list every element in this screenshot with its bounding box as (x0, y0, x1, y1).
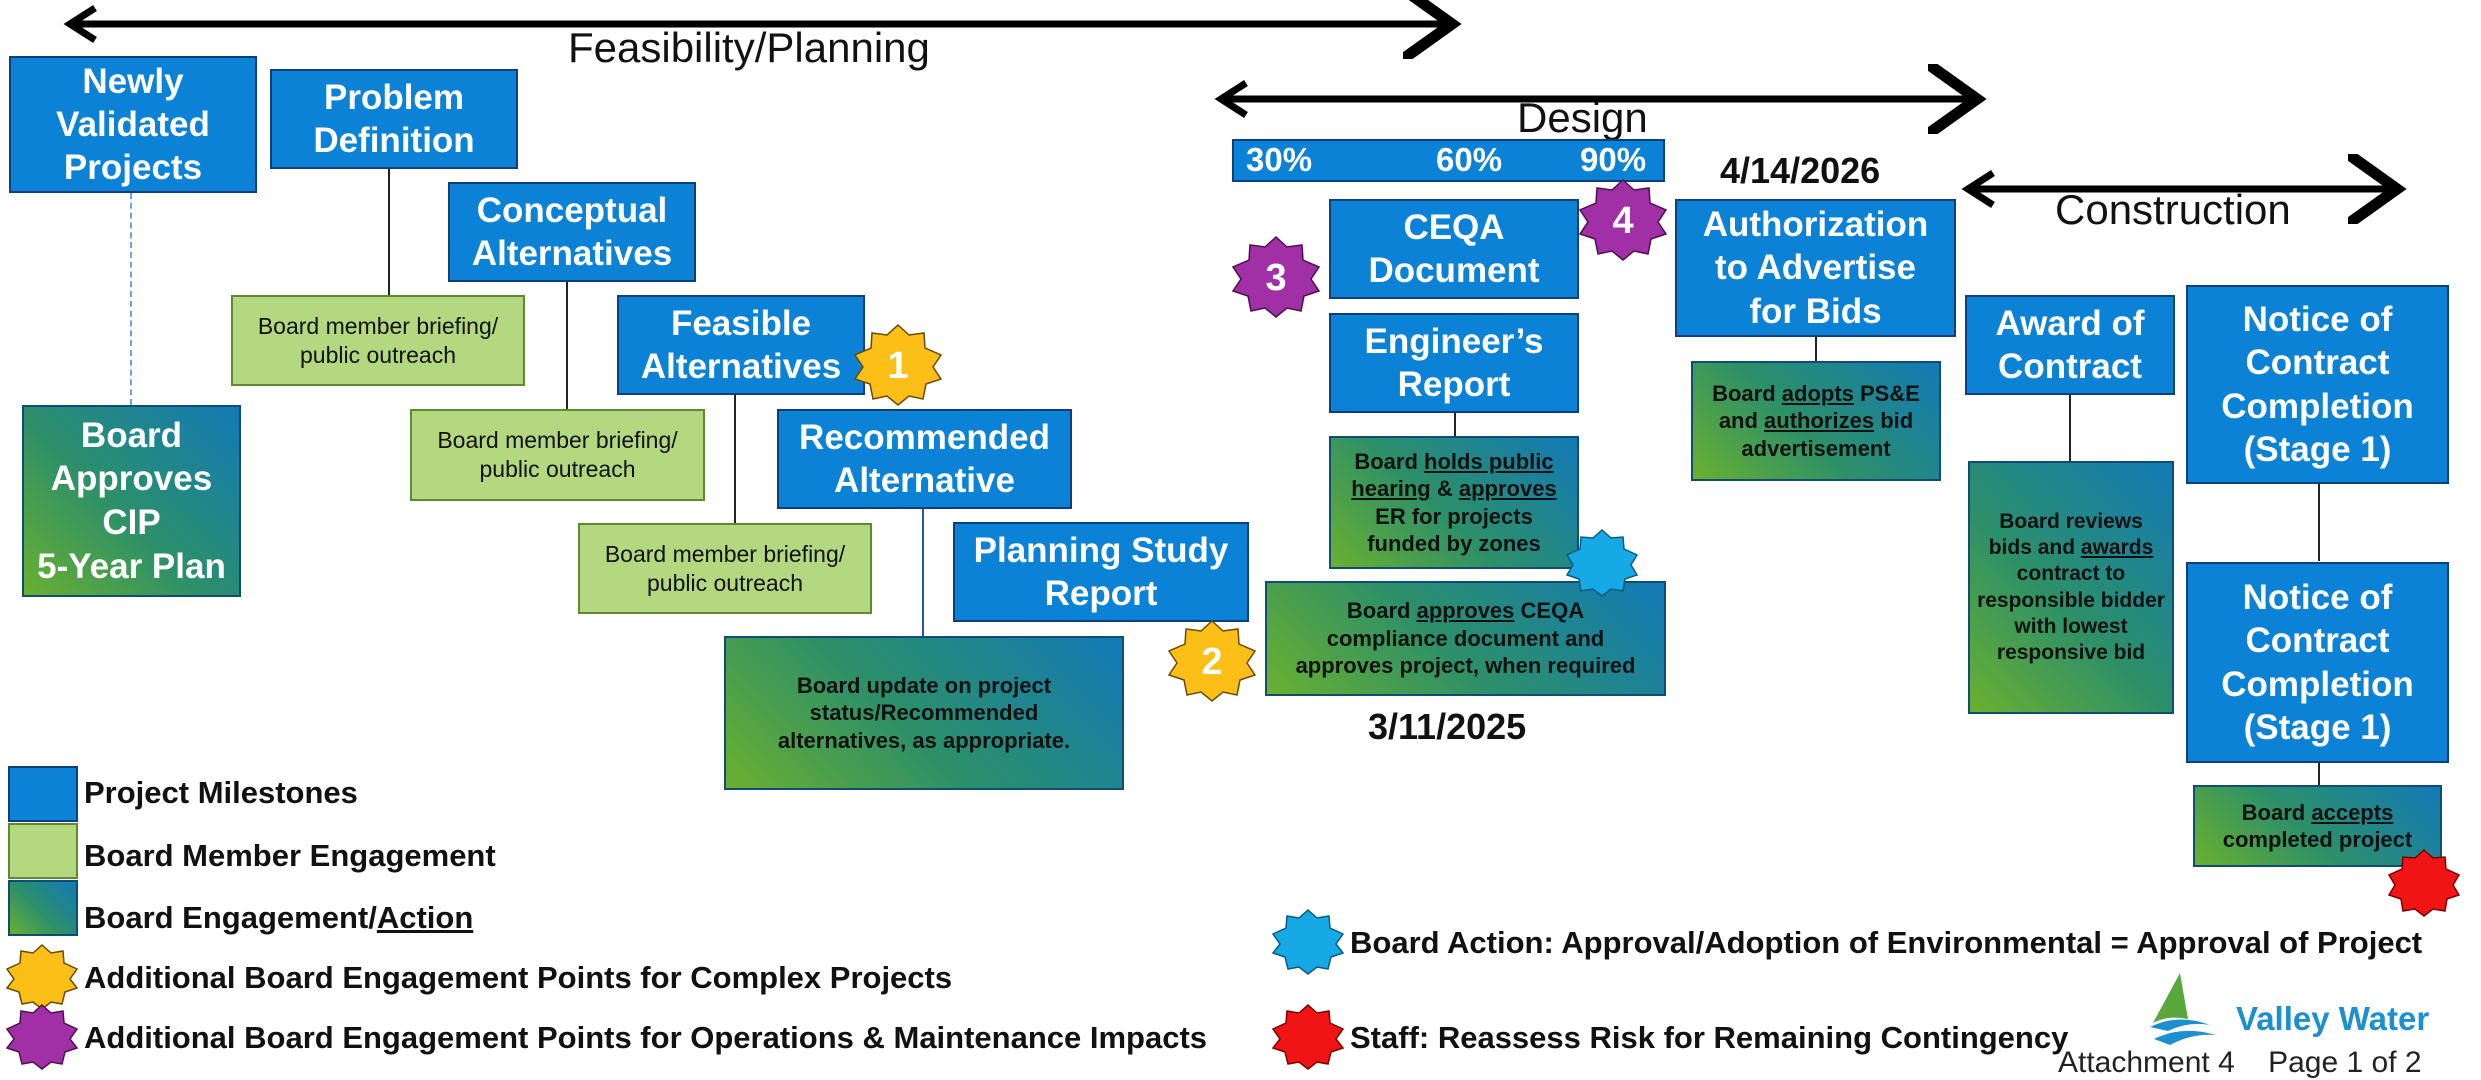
svg-text:3: 3 (1265, 257, 1286, 299)
phase-design-label: Design (1517, 94, 1648, 141)
connector-engineer-hearing (1454, 411, 1456, 436)
connector-recommended-update (922, 506, 924, 638)
phase-construction-label: Construction (2055, 186, 2291, 233)
legend-project-milestones: Project Milestones (84, 775, 358, 810)
board-adopts-pse: Board adopts PS&E and authorizes bid adv… (1691, 361, 1941, 481)
connector-notice1-notice2 (2318, 484, 2320, 561)
board-briefing-3: Board member briefing/public outreach (578, 523, 872, 614)
board-approves-ceqa: Board approves CEQA compliance document … (1265, 581, 1666, 696)
design-arrow-left-head (1214, 80, 1248, 118)
svg-text:4: 4 (1612, 200, 1633, 242)
badge-3-purple-star: 3 (1231, 235, 1321, 318)
connector-notice2-accepts (2318, 763, 2320, 785)
connector-validated-cip (130, 193, 132, 405)
legend-staff-reassess: Staff: Reassess Risk for Remaining Conti… (1350, 1020, 2069, 1055)
connector-authorization-pse (1815, 337, 1817, 361)
legend-additional-complex: Additional Board Engagement Points for C… (84, 960, 953, 995)
svg-text:1: 1 (887, 345, 908, 387)
design-progress-bar: 30% 60% 90% (1232, 139, 1665, 182)
connector-problem-briefing (388, 168, 390, 296)
date-authorization: 4/14/2026 (1720, 150, 1881, 191)
connector-award-reviews (2069, 393, 2071, 461)
legend-cyan-star (1271, 908, 1345, 975)
badge-2-yellow-star: 2 (1167, 619, 1257, 702)
board-accepts-project: Board accepts completed project (2193, 785, 2442, 867)
construction-arrow-left-head (1961, 170, 1995, 208)
legend-swatch-action (8, 880, 78, 936)
legend-swatch-milestone (8, 766, 78, 822)
design-90-label: 90% (1580, 141, 1647, 179)
feasibility-arrow-left-head (63, 5, 97, 43)
reassess-risk-red-star (2387, 848, 2461, 917)
connector-conceptual-briefing (566, 281, 568, 409)
design-60-label: 60% (1436, 141, 1503, 179)
valley-water-logo-text: Valley Water (2236, 1000, 2430, 1037)
legend-purple-star (5, 1003, 79, 1070)
legend-additional-om: Additional Board Engagement Points for O… (84, 1020, 1208, 1055)
board-reviews-bids: Board reviews bids and awards contract t… (1968, 461, 2174, 714)
board-briefing-1: Board member briefing/public outreach (231, 295, 525, 386)
svg-text:2: 2 (1201, 641, 1222, 683)
board-holds-hearing: Board holds public hearing & approves ER… (1329, 436, 1579, 569)
environmental-approval-cyan-star (1565, 528, 1639, 597)
legend-board-action-environmental: Board Action: Approval/Adoption of Envir… (1350, 925, 2423, 960)
date-ceqa: 3/11/2025 (1368, 706, 1527, 747)
legend-red-star (1271, 1003, 1345, 1070)
phase-feasibility-label: Feasibility/Planning (568, 24, 930, 71)
legend-board-member-engagement: Board Member Engagement (84, 838, 496, 873)
legend-board-engagement-action: Board Engagement/Action (84, 900, 474, 935)
board-briefing-2: Board member briefing/public outreach (410, 409, 705, 501)
badge-4-purple-star: 4 (1578, 178, 1668, 261)
design-30-label: 30% (1246, 141, 1313, 179)
badge-1-yellow-star: 1 (853, 323, 943, 406)
connector-feasible-briefing (734, 395, 736, 523)
valley-water-logo-icon (2150, 973, 2216, 1045)
legend-swatch-engagement (8, 823, 78, 879)
footer-attachment: Attachment 4 Page 1 of 2 (2058, 1046, 2422, 1079)
legend-yellow-star (5, 943, 79, 1010)
